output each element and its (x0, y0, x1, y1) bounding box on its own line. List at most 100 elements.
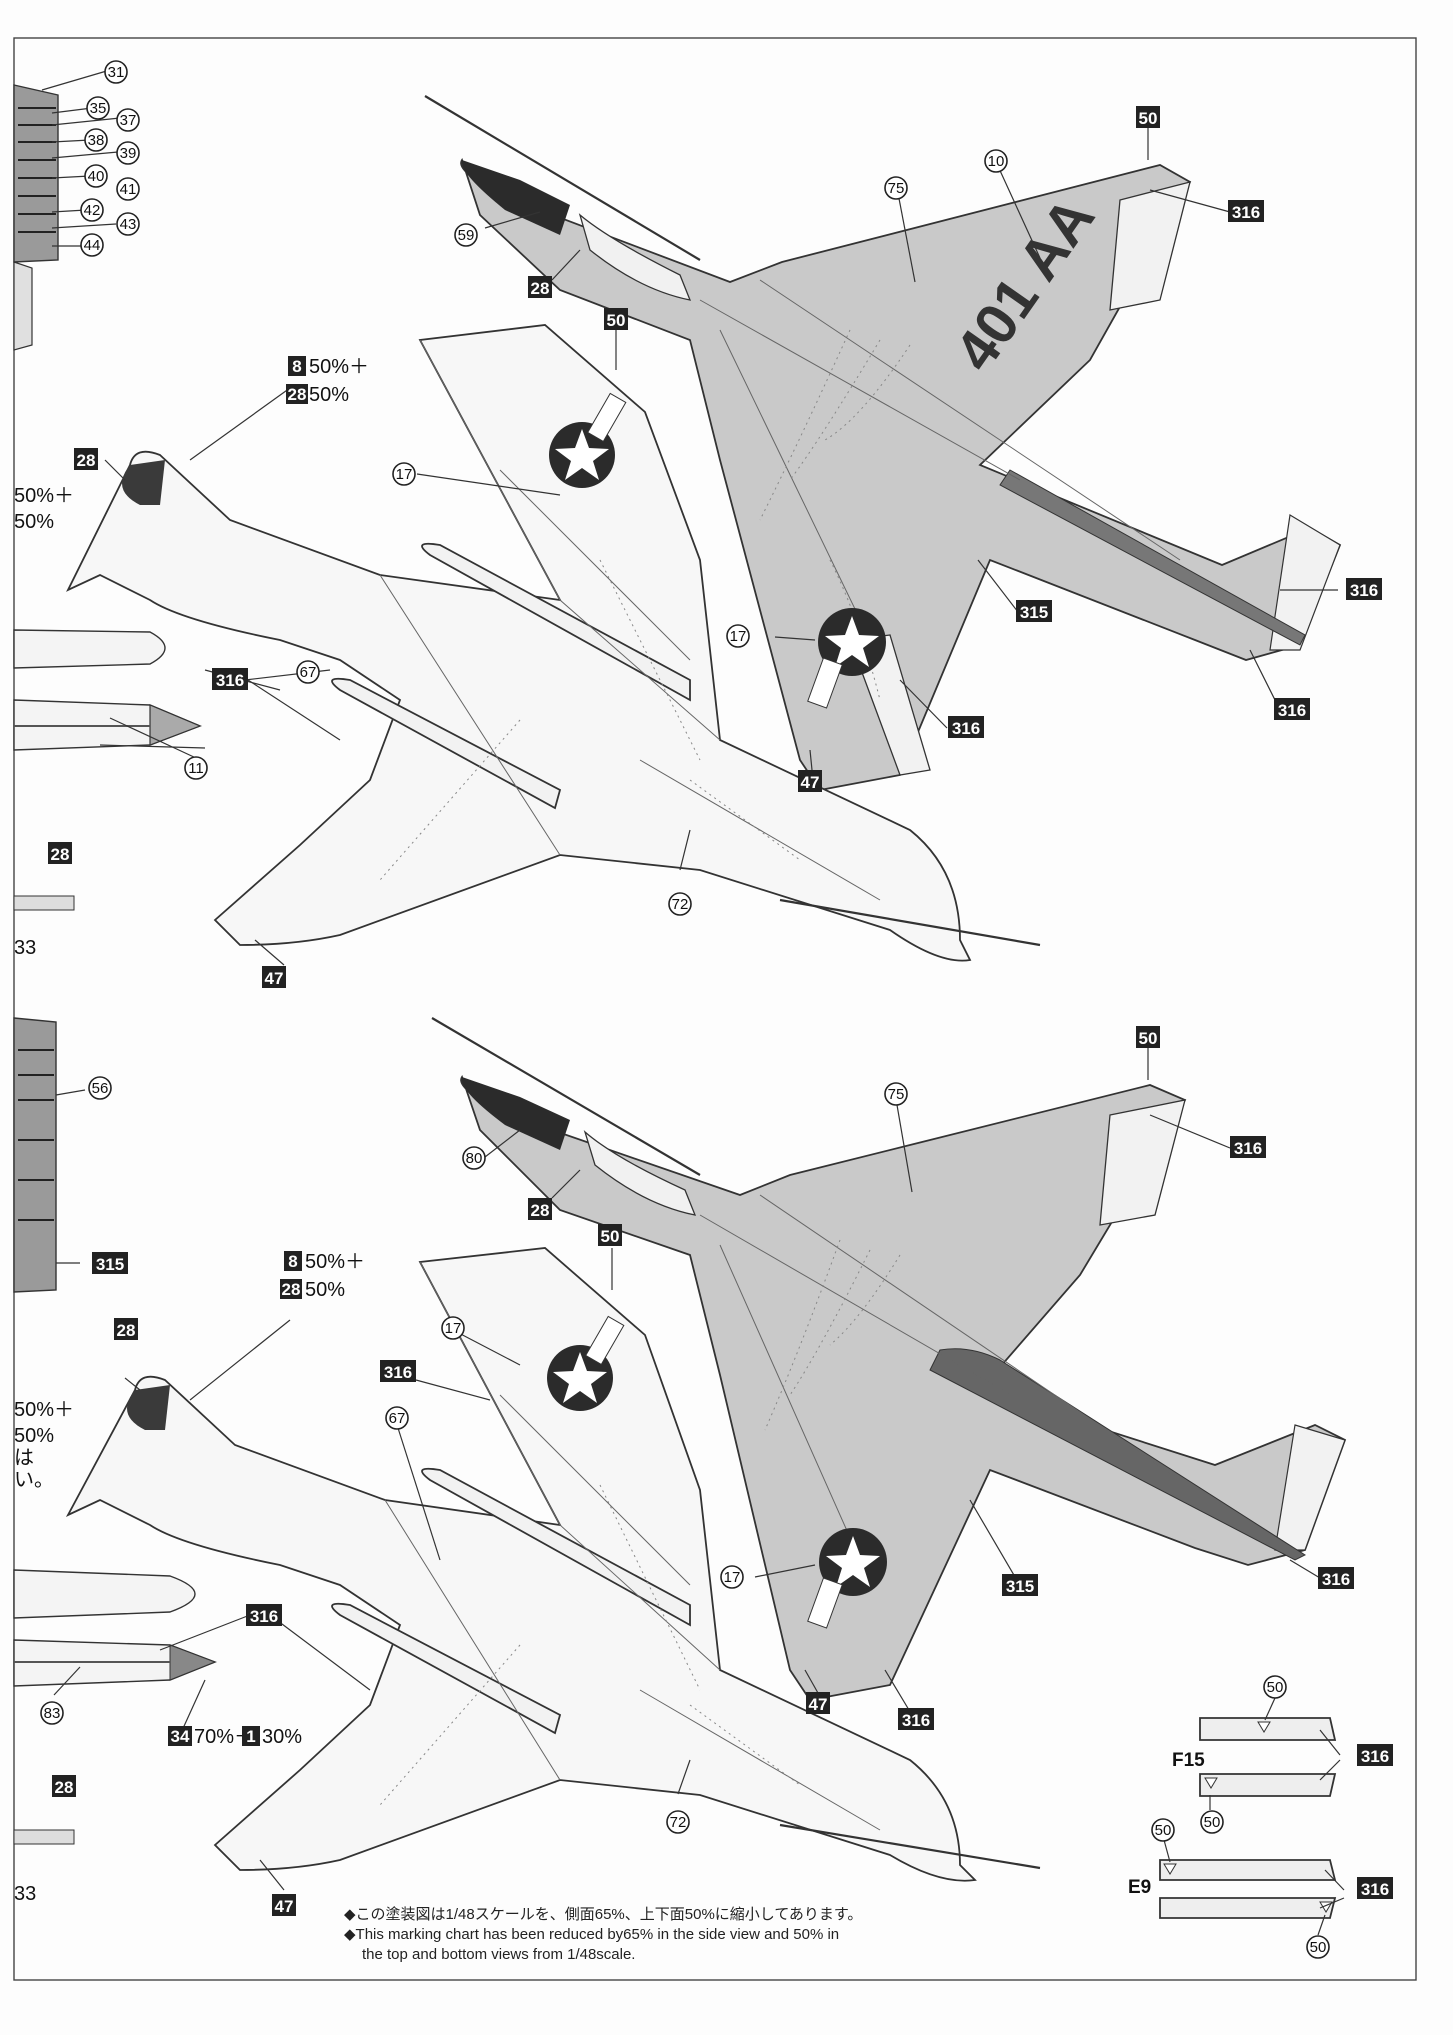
partial-number-a: 33 (14, 937, 36, 959)
svg-text:50: 50 (601, 1227, 620, 1246)
badge-28: 28 (286, 384, 308, 404)
callout-75: 75 (884, 1082, 908, 1106)
svg-text:39: 39 (120, 145, 137, 162)
badge-316: 316 (212, 668, 248, 690)
callout-72: 72 (668, 892, 692, 916)
badge-50: 50 (598, 1224, 622, 1246)
cropped-tanks-upper (13, 629, 202, 751)
partial-text-a: は (14, 1447, 34, 1469)
partial-mix-d: 50% (14, 1425, 54, 1447)
svg-text:316: 316 (250, 1607, 278, 1626)
badge-28: 28 (528, 1198, 552, 1220)
svg-text:10: 10 (988, 153, 1005, 170)
badge-28: 28 (48, 842, 72, 864)
callout-41: 41 (116, 177, 140, 201)
badge-28: 28 (528, 276, 552, 298)
cropped-parts-left (13, 895, 75, 1845)
svg-text:75: 75 (888, 1086, 905, 1103)
callout-31: 31 (104, 60, 128, 84)
scale-note-en-2: the top and bottom views from 1/48scale. (362, 1946, 636, 1963)
svg-text:316: 316 (1350, 581, 1378, 600)
svg-text:316: 316 (1322, 1570, 1350, 1589)
svg-text:42: 42 (84, 202, 101, 219)
badge-28: 28 (74, 448, 98, 470)
part-label-f15: F15 (1172, 1750, 1205, 1771)
callout-38: 38 (84, 128, 108, 152)
svg-text:28: 28 (55, 1778, 74, 1797)
callout-17: 17 (392, 462, 416, 486)
mix-34-percent: 70%＋ (194, 1726, 254, 1748)
callout-37: 37 (116, 108, 140, 132)
bottom-view-aircraft-1 (66, 324, 1041, 962)
svg-text:28: 28 (531, 1201, 550, 1220)
badge-316: 316 (1357, 1744, 1393, 1766)
svg-text:34: 34 (171, 1727, 190, 1746)
svg-text:316: 316 (1278, 701, 1306, 720)
insignia-star-bottom-2 (547, 1315, 625, 1411)
svg-text:47: 47 (265, 969, 284, 988)
badge-28: 28 (114, 1318, 138, 1340)
side-view-fragment-lower (13, 1017, 57, 1293)
badge-34: 34 (168, 1726, 192, 1746)
part-f15-drawing (1199, 1717, 1337, 1797)
svg-text:44: 44 (84, 237, 101, 254)
insignia-star-top (807, 608, 886, 709)
scale-note-ja: ◆この塗装図は1/48スケールを、側面65%、上下面50%に縮小してあります。 (344, 1906, 863, 1923)
svg-text:41: 41 (120, 181, 137, 198)
svg-text:28: 28 (531, 279, 550, 298)
svg-text:37: 37 (120, 112, 137, 129)
svg-text:28: 28 (288, 385, 307, 404)
callout-56: 56 (88, 1076, 112, 1100)
callout-17: 17 (720, 1565, 744, 1589)
partial-mix-c: 50%＋ (14, 1399, 74, 1421)
badge-50: 50 (1136, 1026, 1160, 1048)
svg-text:50: 50 (1155, 1822, 1172, 1839)
callout-75: 75 (884, 176, 908, 200)
top-view-aircraft-2 (431, 1017, 1347, 1701)
badge-316: 316 (1228, 200, 1264, 222)
svg-text:316: 316 (952, 719, 980, 738)
svg-text:316: 316 (1232, 203, 1260, 222)
svg-text:47: 47 (809, 1695, 828, 1714)
badge-316: 316 (898, 1708, 934, 1730)
top-view-aircraft-1: 401 AA (424, 95, 1342, 791)
badge-316: 316 (246, 1604, 282, 1626)
callout-10: 10 (984, 149, 1008, 173)
callout-17: 17 (726, 624, 750, 648)
callout-67: 67 (385, 1406, 409, 1430)
svg-text:75: 75 (888, 180, 905, 197)
callout-35: 35 (86, 96, 110, 120)
scale-note: ◆この塗装図は1/48スケールを、側面65%、上下面50%に縮小してあります。 … (344, 1905, 984, 1965)
svg-text:80: 80 (466, 1150, 483, 1167)
callout-80: 80 (462, 1146, 486, 1170)
mix-8-percent-lower: 50%＋ (305, 1251, 365, 1273)
svg-text:28: 28 (51, 845, 70, 864)
badge-316: 316 (380, 1360, 416, 1382)
svg-text:50: 50 (1310, 1939, 1327, 1956)
badge-8: 8 (288, 356, 306, 376)
badge-47: 47 (272, 1894, 296, 1916)
svg-text:17: 17 (724, 1569, 741, 1586)
svg-text:8: 8 (288, 1252, 297, 1271)
svg-text:83: 83 (44, 1705, 61, 1722)
svg-text:67: 67 (300, 664, 317, 681)
svg-text:11: 11 (188, 760, 204, 777)
badge-316: 316 (1274, 698, 1310, 720)
svg-text:28: 28 (282, 1280, 301, 1299)
svg-text:1: 1 (246, 1727, 255, 1746)
partial-mix-a: 50%＋ (14, 485, 74, 507)
svg-text:316: 316 (1361, 1747, 1389, 1766)
svg-text:316: 316 (1361, 1880, 1389, 1899)
svg-text:40: 40 (88, 168, 105, 185)
svg-text:56: 56 (92, 1080, 109, 1097)
svg-text:50: 50 (1204, 1814, 1221, 1831)
side-view-fragment-upper (13, 84, 59, 351)
callout-11: 11 (184, 756, 208, 780)
callout-39: 39 (116, 141, 140, 165)
badge-8: 8 (284, 1251, 302, 1271)
bottom-view-aircraft-2 (65, 1247, 1041, 1882)
callout-72: 72 (666, 1810, 690, 1834)
partial-mix-b: 50% (14, 511, 54, 533)
svg-text:315: 315 (1020, 603, 1048, 622)
